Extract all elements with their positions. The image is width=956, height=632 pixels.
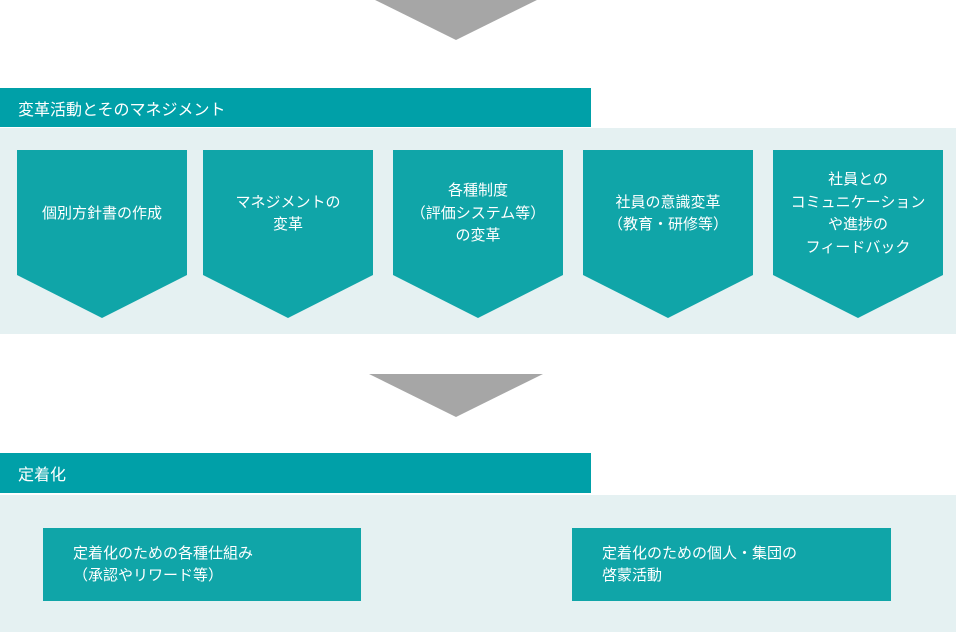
- section-title: 変革活動とそのマネジメント: [18, 101, 226, 119]
- step-communication-feedback: 社員との コミュニケーション や進捗の フィードバック: [773, 150, 943, 318]
- section-title: 定着化: [18, 467, 67, 484]
- step-management-reform: マネジメントの 変革: [203, 150, 373, 318]
- box-establishment-mechanisms: 定着化のための各種仕組み （承認やリワード等）: [43, 528, 361, 601]
- section-header-establishment: 定着化: [0, 453, 591, 493]
- step-label: 社員との コミュニケーション や進捗の フィードバック: [790, 171, 926, 256]
- change-management-panel: 個別方針書の作成 マネジメントの 変革 各種制度 （評価システム等） の変革 社…: [0, 128, 956, 334]
- establishment-panel: 定着化のための各種仕組み （承認やリワード等） 定着化のための個人・集団の 啓蒙…: [0, 495, 956, 632]
- step-systems-reform: 各種制度 （評価システム等） の変革: [393, 150, 563, 318]
- box-enlightenment-activities: 定着化のための個人・集団の 啓蒙活動: [572, 528, 891, 601]
- down-arrow-icon: [369, 374, 543, 417]
- section-header-change-management: 変革活動とそのマネジメント: [0, 88, 591, 127]
- step-label: 各種制度 （評価システム等） の変革: [410, 182, 546, 245]
- step-employee-mindset-reform: 社員の意識変革 （教育・研修等）: [583, 150, 753, 318]
- down-arrow-icon: [369, 0, 543, 40]
- step-label: 個別方針書の作成: [41, 204, 162, 222]
- step-label: マネジメントの 変革: [235, 193, 341, 234]
- step-label: 社員の意識変革 （教育・研修等）: [607, 193, 728, 234]
- step-policy-document: 個別方針書の作成: [17, 150, 187, 318]
